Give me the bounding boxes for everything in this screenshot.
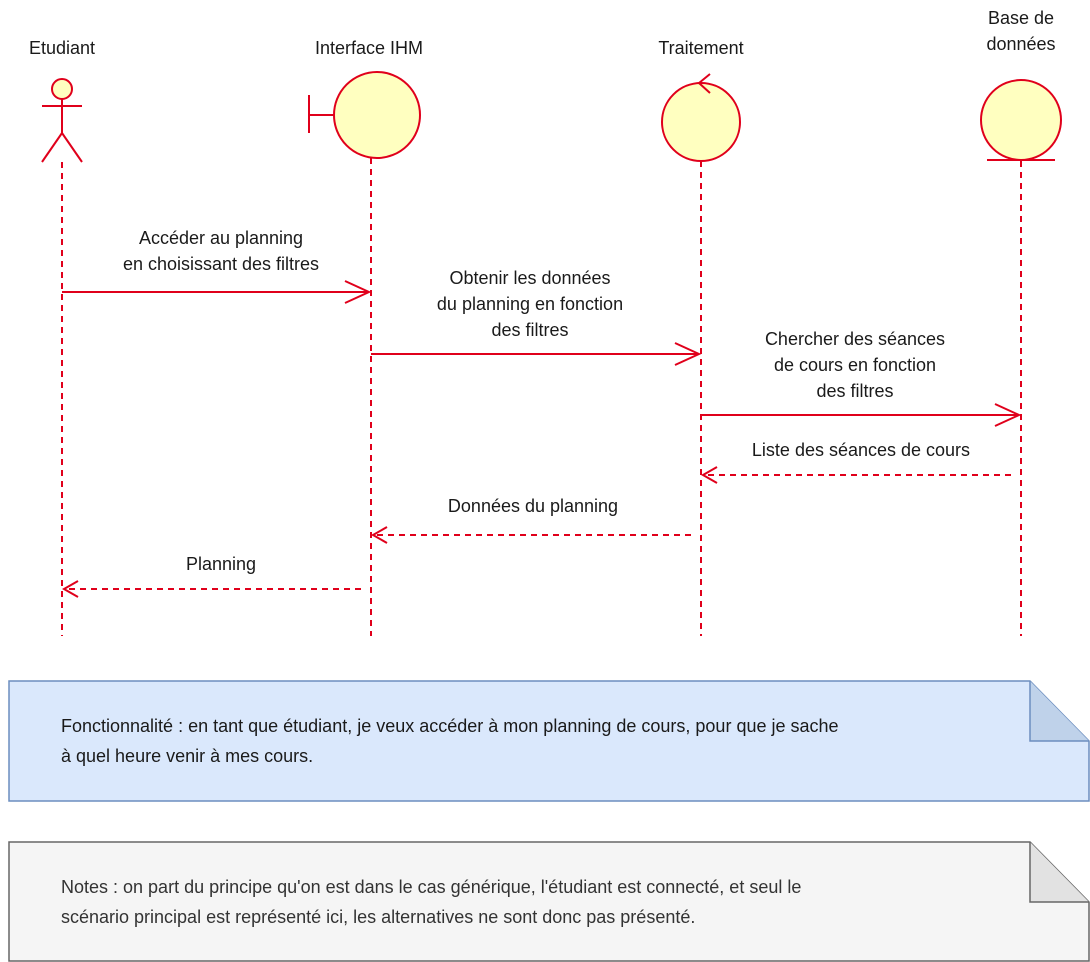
message-label-1: Accéder au planning en choisissant des f… xyxy=(122,228,320,274)
message-label-2: Obtenir les données du planning en fonct… xyxy=(436,268,624,340)
message-arrow-3 xyxy=(701,403,1022,427)
feature-note-text: Fonctionnalité : en tant que étudiant, j… xyxy=(61,716,839,766)
entity-icon xyxy=(980,79,1062,161)
return-arrow-5 xyxy=(370,526,691,544)
message-label-5: Données du planning xyxy=(447,496,619,516)
message-label-6: Planning xyxy=(185,554,257,574)
remarks-note-shape xyxy=(8,841,1090,962)
participant-database-label: Base de données xyxy=(986,8,1056,54)
participant-student-label: Etudiant xyxy=(28,38,96,58)
boundary-icon xyxy=(308,71,421,159)
message-label-4: Liste des séances de cours xyxy=(751,440,971,460)
participant-ihm-label: Interface IHM xyxy=(314,38,424,58)
control-icon xyxy=(661,73,741,162)
student-actor-icon xyxy=(41,78,83,163)
return-arrow-4 xyxy=(700,466,1011,484)
message-arrow-1 xyxy=(62,280,372,304)
remarks-note-text: Notes : on part du principe qu'on est da… xyxy=(61,877,802,927)
message-arrow-2 xyxy=(371,342,702,366)
feature-note-shape xyxy=(8,680,1090,802)
return-arrow-6 xyxy=(61,580,361,598)
participant-processing-label: Traitement xyxy=(658,38,744,58)
message-label-3: Chercher des séances de cours en fonctio… xyxy=(764,329,946,401)
